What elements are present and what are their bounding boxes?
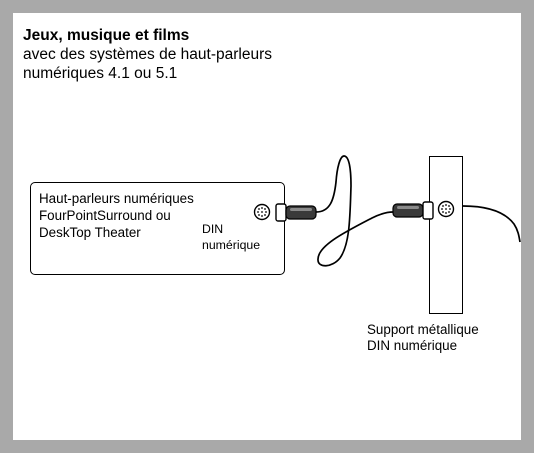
din-port-label: DIN numérique [202, 222, 261, 252]
subtitle: avec des systèmes de haut-parleurs numér… [23, 46, 272, 82]
din-bracket [429, 156, 463, 314]
speaker-system-box: Haut-parleurs numériques FourPointSurrou… [30, 182, 285, 275]
speaker-label: Haut-parleurs numériques FourPointSurrou… [39, 191, 194, 240]
title: Jeux, musique et films [23, 27, 190, 44]
heading: Jeux, musique et films avec des systèmes… [23, 27, 343, 83]
bracket-label: Support métallique DIN numérique [367, 322, 479, 353]
